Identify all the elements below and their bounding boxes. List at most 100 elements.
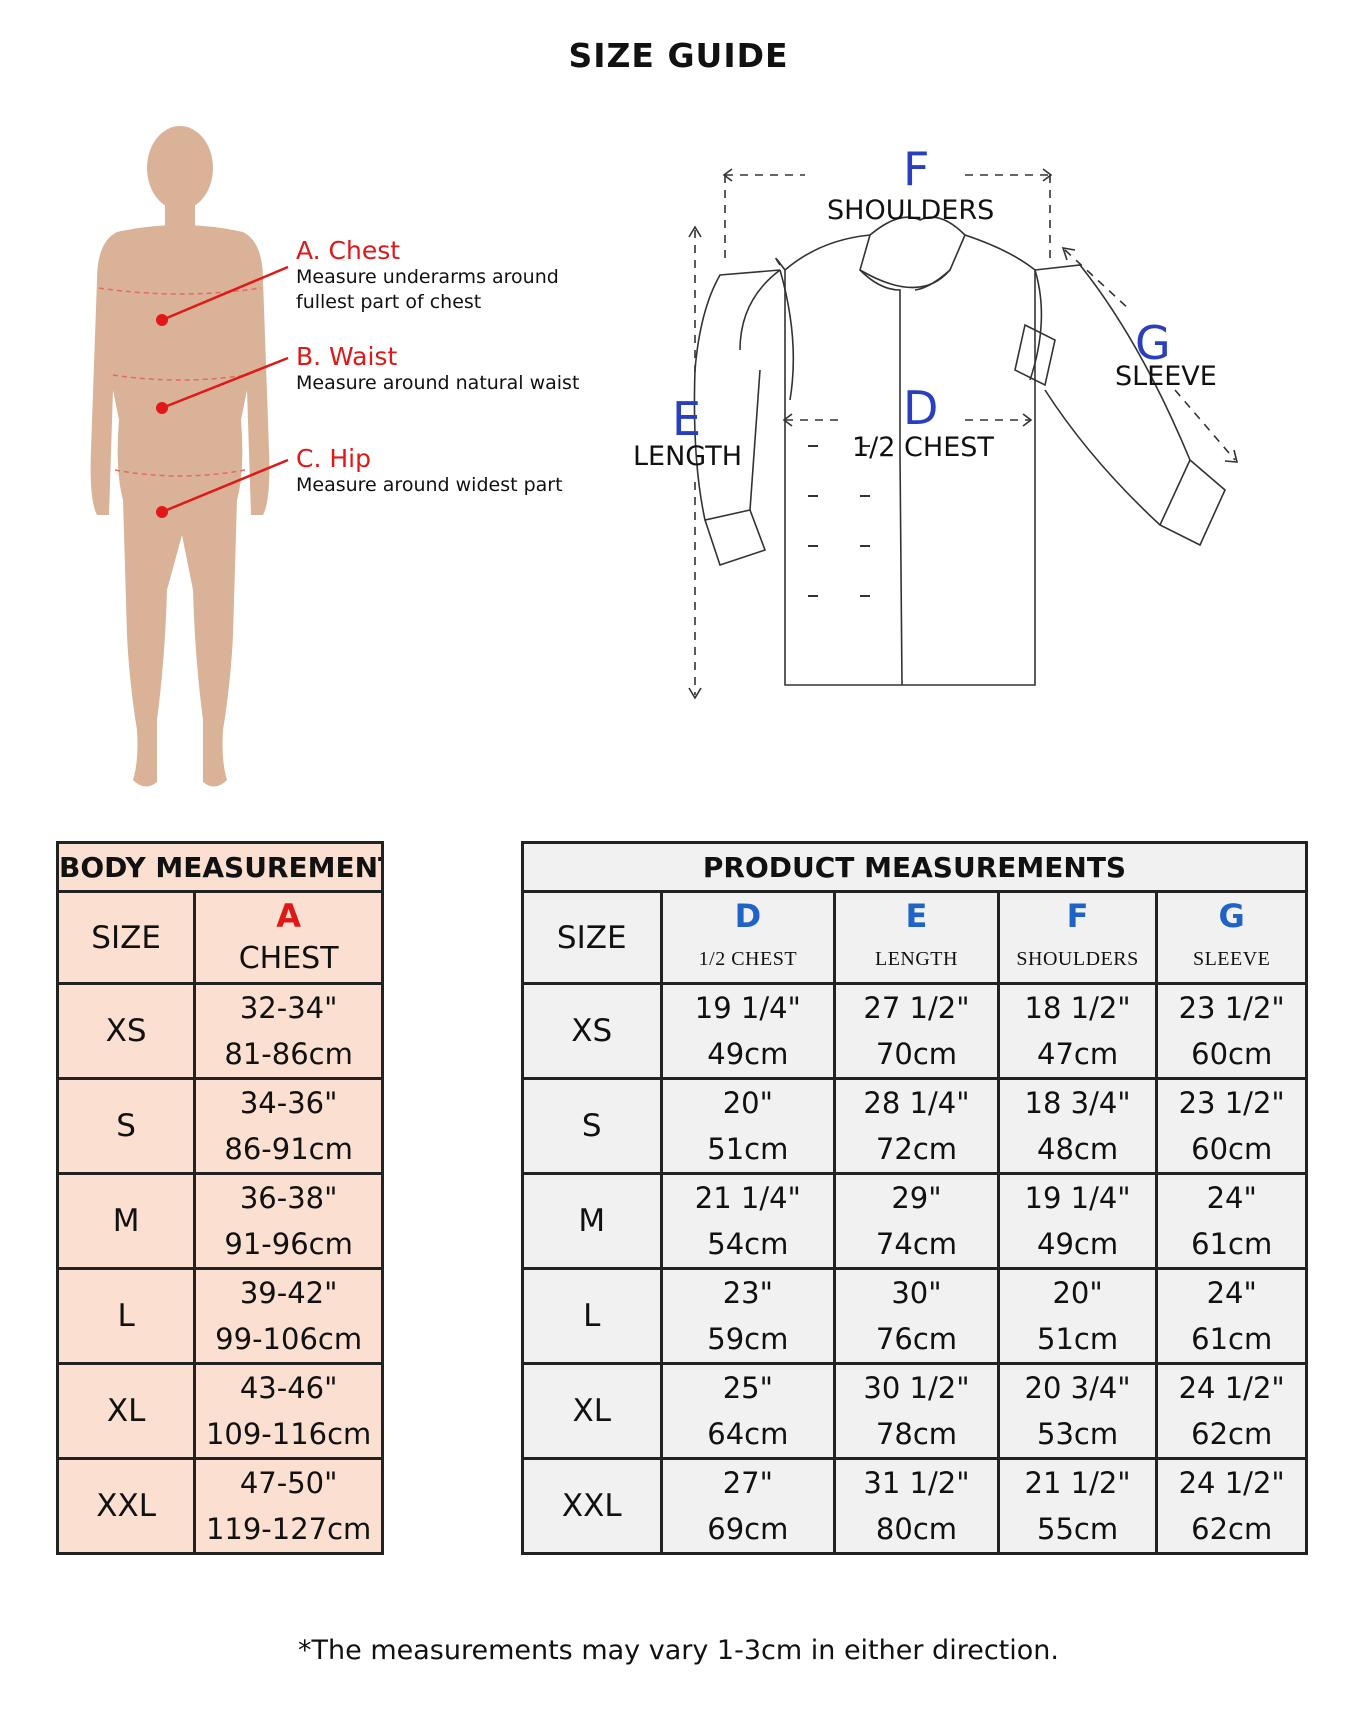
cm-value: 62cm <box>1191 1417 1273 1451</box>
measurement-cell: 21 1/2"55cm <box>996 1457 1159 1555</box>
body-size-header: SIZE <box>55 890 197 985</box>
callout-waist-title: B. Waist <box>296 342 398 371</box>
size-cell: M <box>55 1172 197 1270</box>
measurement-cell: 24"61cm <box>1155 1267 1308 1365</box>
cm-value: 99-106cm <box>215 1322 363 1356</box>
measurement-cell: 23 1/2"60cm <box>1155 1077 1308 1175</box>
cm-value: 74cm <box>875 1227 958 1261</box>
product-table-title: PRODUCT MEASUREMENTS <box>521 841 1308 893</box>
cm-value: 80cm <box>875 1512 958 1546</box>
jacket-label-g-letter: G <box>1135 316 1171 370</box>
inch-value: 24" <box>1206 1181 1257 1215</box>
measurement-cell: 18 3/4"48cm <box>996 1077 1159 1175</box>
cm-value: 76cm <box>875 1322 958 1356</box>
size-cell: XL <box>55 1362 197 1460</box>
measurement-cell: 24"61cm <box>1155 1172 1308 1270</box>
measurement-cell: 28 1/4" 72cm <box>833 1077 1000 1175</box>
inch-value: 34-36" <box>239 1086 338 1120</box>
col-letter: D <box>734 896 762 935</box>
chest-cell: 36-38"91-96cm <box>193 1172 384 1270</box>
col-word: SHOULDERS <box>1016 947 1139 970</box>
cm-value: 62cm <box>1191 1512 1273 1546</box>
table-row: L 39-42" 99-106cm <box>55 1267 384 1365</box>
jacket-label-d-letter: D <box>903 381 939 435</box>
measurement-cell: 27 1/2"70cm <box>833 982 1000 1080</box>
size-cell: L <box>55 1267 197 1365</box>
size-cell: L <box>521 1267 663 1365</box>
inch-value: 39-42" <box>239 1276 338 1310</box>
body-table-title: BODY MEASUREMENTS <box>56 841 384 893</box>
jacket-label-e-letter: E <box>672 392 702 446</box>
col-letter: G <box>1218 896 1245 935</box>
col-header-g: G SLEEVE <box>1155 890 1308 985</box>
measurement-cell: 30" 76cm <box>833 1267 1000 1365</box>
col-letter: F <box>1066 896 1089 935</box>
inch-value: 30" <box>891 1276 942 1310</box>
body-chest-header: A CHEST <box>193 890 384 985</box>
measurement-cell: 20 3/4"53cm <box>996 1362 1159 1460</box>
measurement-cell: 25"64cm <box>659 1362 837 1460</box>
inch-value: 28 1/4" <box>863 1086 970 1120</box>
size-cell: XS <box>521 982 663 1080</box>
body-col-word: CHEST <box>238 940 339 976</box>
measurement-cell: 20"51cm <box>996 1267 1159 1365</box>
size-cell: S <box>521 1077 663 1175</box>
chest-cell: 43-46"109-116cm <box>193 1362 384 1460</box>
cm-value: 59cm <box>707 1322 789 1356</box>
cm-value: 49cm <box>707 1037 789 1071</box>
inch-value: 24" <box>1206 1276 1257 1310</box>
inch-value: 19 1/4" <box>694 991 801 1025</box>
jacket-label-sleeve: SLEEVE <box>1115 361 1217 392</box>
measurement-cell: 23" 59cm <box>659 1267 837 1365</box>
cm-value: 70cm <box>875 1037 958 1071</box>
size-cell: M <box>521 1172 663 1270</box>
callout-waist-desc: Measure around natural waist <box>296 372 580 394</box>
jacket-label-length: LENGTH <box>633 441 743 472</box>
table-row: XS 32-34"81-86cm <box>55 982 384 1080</box>
measurement-cell: 23 1/2"60cm <box>1155 982 1308 1080</box>
table-row: XL 43-46"109-116cm <box>55 1362 384 1460</box>
col-word: SLEEVE <box>1192 947 1271 970</box>
inch-value: 21 1/2" <box>1024 1466 1131 1500</box>
cm-value: 47cm <box>1037 1037 1119 1071</box>
inch-value: 23" <box>722 1276 773 1310</box>
body-figure <box>55 120 305 820</box>
inch-value: 24 1/2" <box>1178 1371 1285 1405</box>
inch-value: 31 1/2" <box>863 1466 970 1500</box>
cm-value: 78cm <box>875 1417 958 1451</box>
cm-value: 109-116cm <box>205 1417 372 1451</box>
page-title: SIZE GUIDE <box>568 36 789 75</box>
inch-value: 30 1/2" <box>863 1371 970 1405</box>
measurement-cell: 24 1/2" 62cm <box>1155 1362 1308 1460</box>
cm-value: 51cm <box>707 1132 789 1166</box>
size-cell: S <box>55 1077 197 1175</box>
callout-chest: A. Chest Measure underarms around fulles… <box>296 236 559 315</box>
callout-chest-title: A. Chest <box>296 236 401 265</box>
inch-value: 18 3/4" <box>1024 1086 1131 1120</box>
col-word: LENGTH <box>874 947 958 970</box>
size-cell: XL <box>521 1362 663 1460</box>
cm-value: 54cm <box>707 1227 789 1261</box>
chest-cell: 32-34"81-86cm <box>193 982 384 1080</box>
measurement-cell: 29"74cm <box>833 1172 1000 1270</box>
jacket-label-shoulders: SHOULDERS <box>827 195 995 226</box>
cm-value: 60cm <box>1191 1132 1273 1166</box>
inch-value: 47-50" <box>239 1466 338 1500</box>
inch-value: 24 1/2" <box>1178 1466 1285 1500</box>
inch-value: 25" <box>722 1371 773 1405</box>
body-col-letter: A <box>276 896 302 935</box>
inch-value: 20" <box>722 1086 773 1120</box>
cm-value: 72cm <box>875 1132 958 1166</box>
callout-chest-desc-2: fullest part of chest <box>296 291 482 313</box>
size-cell: XXL <box>521 1457 663 1555</box>
cm-value: 91-96cm <box>224 1227 353 1261</box>
size-cell: XS <box>55 982 197 1080</box>
col-word: 1/2 CHEST <box>698 947 798 970</box>
measurement-cell: 24 1/2" 62cm <box>1155 1457 1308 1555</box>
